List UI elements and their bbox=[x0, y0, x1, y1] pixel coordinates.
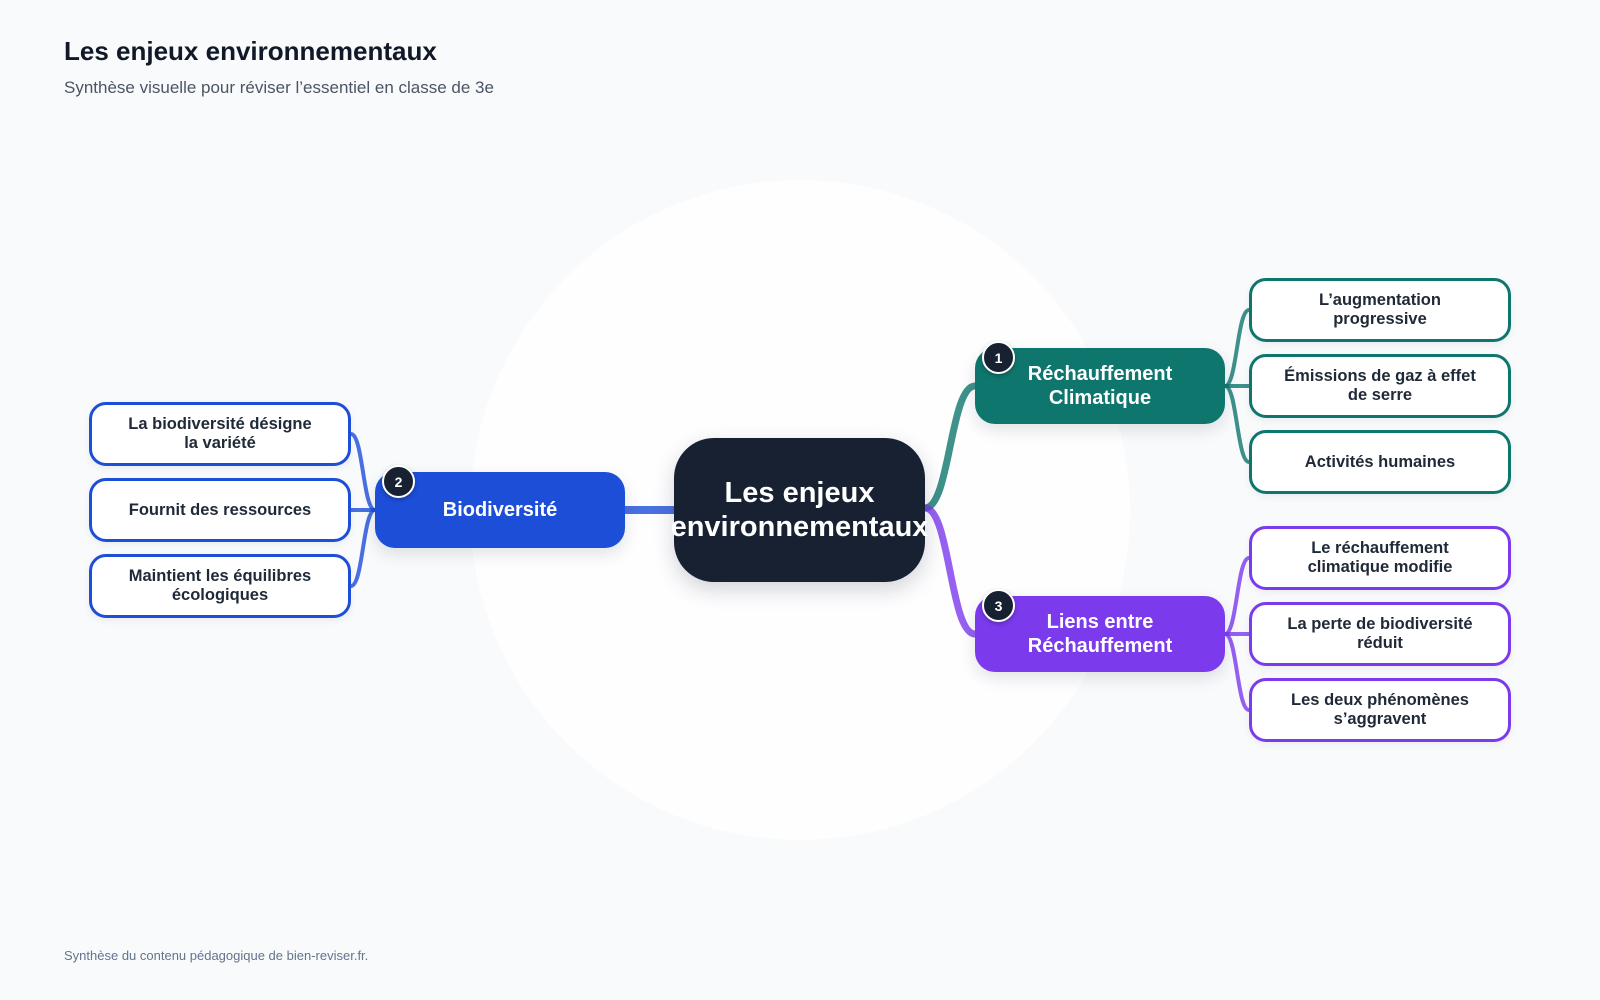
branch-number-badge: 3 bbox=[982, 589, 1015, 622]
leaf-label-line1: Activités humaines bbox=[1304, 452, 1456, 471]
leaf-node[interactable]: L’augmentation progressive bbox=[1249, 278, 1511, 342]
leaf-label-line2: de serre bbox=[1347, 386, 1413, 404]
leaf-node[interactable]: La biodiversité désigne la variété bbox=[89, 402, 351, 466]
page-title: Les enjeux environnementaux bbox=[64, 36, 437, 66]
leaf-label-line2: réduit bbox=[1357, 634, 1403, 652]
leaf-label-line1: Les deux phénomènes bbox=[1291, 691, 1469, 709]
branch-number-badge: 1 bbox=[982, 341, 1015, 374]
connector-climat-leaf-1 bbox=[1223, 308, 1251, 388]
footer-credit: Synthèse du contenu pédagogique de bien-… bbox=[64, 948, 369, 963]
leaf-label-line1: Fournit des ressources bbox=[128, 500, 312, 519]
leaf-label-line1: Maintient les équilibres bbox=[128, 567, 312, 585]
leaf-label-line1: L’augmentation bbox=[1319, 291, 1441, 309]
leaf-label-line1: La biodiversité désigne bbox=[128, 415, 312, 433]
connector-liens-leaf-1 bbox=[1223, 556, 1251, 636]
branch-label-line1: Liens entre bbox=[1046, 611, 1154, 633]
leaf-node[interactable]: Maintient les équilibres écologiques bbox=[89, 554, 351, 618]
center-node-label-line1: Les enjeux bbox=[724, 477, 875, 509]
leaf-node[interactable]: Les deux phénomènes s’aggravent bbox=[1249, 678, 1511, 742]
branch-number-badge: 2 bbox=[382, 465, 415, 498]
page-subtitle: Synthèse visuelle pour réviser l’essenti… bbox=[64, 78, 494, 97]
leaf-node[interactable]: Le réchauffement climatique modifie bbox=[1249, 526, 1511, 590]
connector-center-liens bbox=[921, 504, 979, 638]
branch-node-liens[interactable]: Liens entre Réchauffement bbox=[975, 596, 1225, 672]
center-node-label-line2: environnementaux bbox=[670, 511, 929, 543]
branch-node-biodiversite[interactable]: Biodiversité bbox=[375, 472, 625, 548]
leaf-label-line2: écologiques bbox=[171, 586, 269, 604]
leaf-label-line2: climatique modifie bbox=[1307, 558, 1453, 576]
connector-center-climat bbox=[921, 382, 979, 512]
branch-label-line1: Biodiversité bbox=[442, 499, 558, 521]
connector-bio-leaf-1 bbox=[349, 432, 377, 512]
leaf-label-line2: la variété bbox=[184, 434, 256, 452]
connector-climat-leaf-3 bbox=[1223, 384, 1251, 464]
leaf-label-line1: La perte de biodiversité bbox=[1287, 615, 1473, 633]
branch-label-line2: Climatique bbox=[1048, 387, 1152, 409]
connector-bio-leaf-3 bbox=[349, 508, 377, 588]
leaf-node[interactable]: Émissions de gaz à effet de serre bbox=[1249, 354, 1511, 418]
branch-label-line1: Réchauffement bbox=[1027, 363, 1173, 385]
leaf-label-line2: progressive bbox=[1333, 310, 1427, 328]
center-node[interactable]: Les enjeux environnementaux bbox=[671, 438, 928, 582]
connector-liens-leaf-3 bbox=[1223, 632, 1251, 712]
branch-node-rechauffement[interactable]: Réchauffement Climatique bbox=[975, 348, 1225, 424]
leaf-label-line1: Le réchauffement bbox=[1311, 539, 1449, 557]
leaf-label-line2: s’aggravent bbox=[1333, 710, 1427, 728]
leaf-node[interactable]: Activités humaines bbox=[1249, 430, 1511, 494]
leaf-node[interactable]: Fournit des ressources bbox=[89, 478, 351, 542]
leaf-node[interactable]: La perte de biodiversité réduit bbox=[1249, 602, 1511, 666]
branch-label-line2: Réchauffement bbox=[1027, 635, 1173, 657]
leaf-label-line1: Émissions de gaz à effet bbox=[1284, 367, 1476, 385]
